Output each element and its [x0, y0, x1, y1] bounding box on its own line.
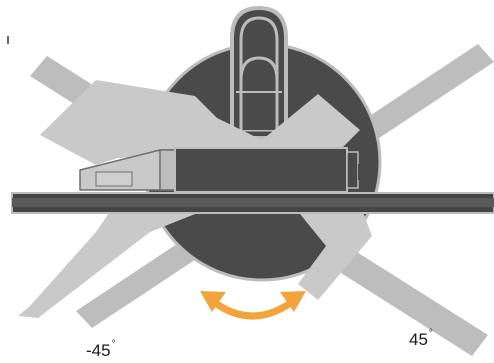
monitor-bezel-edge — [346, 151, 359, 189]
angle-label-left: -45° — [86, 339, 116, 360]
angle-label-right: 45° — [409, 328, 433, 349]
edge-mark — [7, 36, 9, 44]
monitor-panel — [174, 147, 348, 193]
degree-symbol-left: ° — [111, 339, 116, 350]
stand-neck — [230, 5, 288, 140]
double-headed-curved-arrow-icon — [200, 291, 306, 320]
monitor-silhouette-lower-left — [18, 204, 220, 318]
monitor-port-panel — [95, 171, 133, 187]
angle-value-left: -45 — [86, 341, 111, 360]
angle-value-right: 45 — [409, 330, 428, 349]
base-bar-highlight — [12, 198, 494, 207]
monitor-rotated-silhouettes — [18, 80, 372, 318]
degree-symbol-right: ° — [428, 328, 433, 339]
monitor-silhouette-upper — [40, 80, 360, 165]
monitor-silhouette-lower-right — [292, 204, 372, 300]
monitor-side-profile — [79, 147, 364, 193]
